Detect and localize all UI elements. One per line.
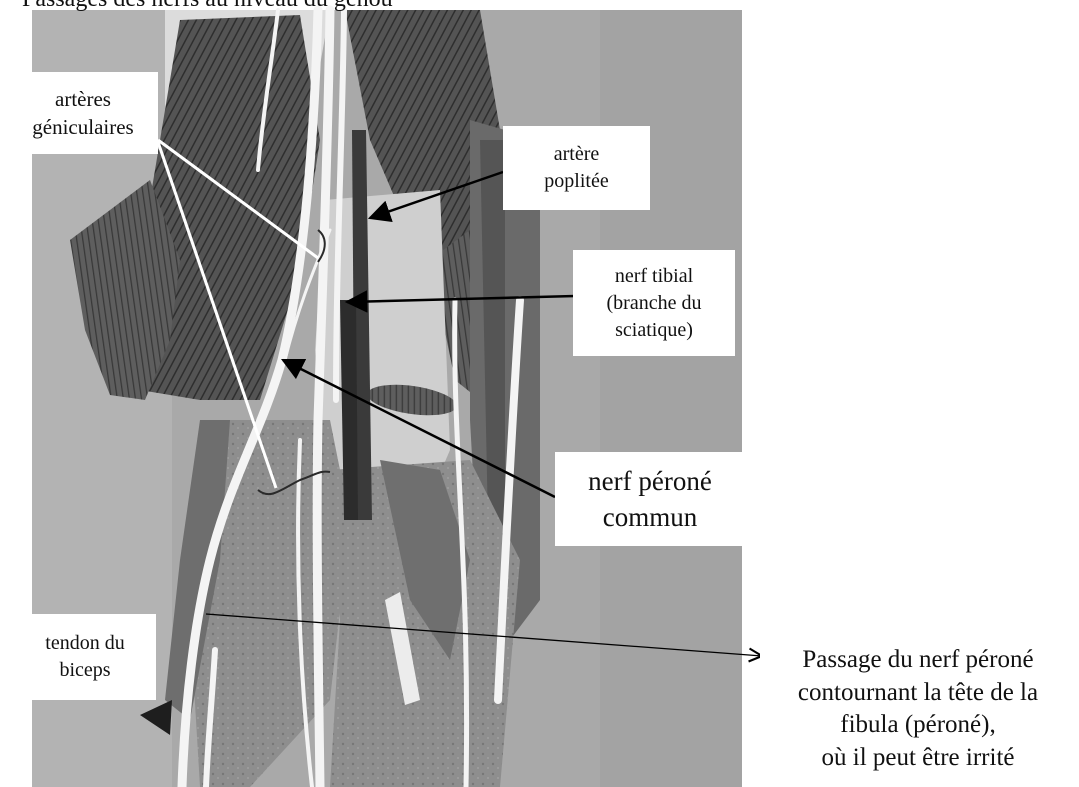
label-line: artères: [55, 85, 111, 113]
label-line: artère: [554, 141, 600, 168]
figure-title: Passages des nerfs au niveau du genou: [22, 0, 393, 13]
label-tendon-biceps: tendon du biceps: [14, 614, 156, 700]
label-line: (branche du: [607, 290, 702, 317]
label-line: géniculaires: [32, 113, 133, 141]
label-line: où il peut être irrité: [822, 742, 1015, 775]
label-arteres-geniculaires: artères géniculaires: [8, 72, 158, 154]
label-line: poplitée: [544, 168, 608, 195]
label-line: commun: [603, 499, 698, 535]
label-artere-poplitee: artère poplitée: [503, 126, 650, 210]
label-passage-nerf-perone: Passage du nerf péroné contournant la tê…: [760, 634, 1076, 784]
label-line: nerf tibial: [615, 263, 693, 290]
label-line: tendon du: [45, 630, 124, 657]
label-nerf-tibial: nerf tibial (branche du sciatique): [573, 250, 735, 356]
label-nerf-perone-commun: nerf péroné commun: [555, 452, 745, 546]
label-line: sciatique): [615, 317, 693, 344]
label-line: contournant la tête de la: [798, 677, 1038, 710]
label-line: Passage du nerf péroné: [802, 644, 1033, 677]
label-line: fibula (péroné),: [840, 709, 995, 742]
label-line: biceps: [59, 657, 110, 684]
label-line: nerf péroné: [588, 463, 712, 499]
